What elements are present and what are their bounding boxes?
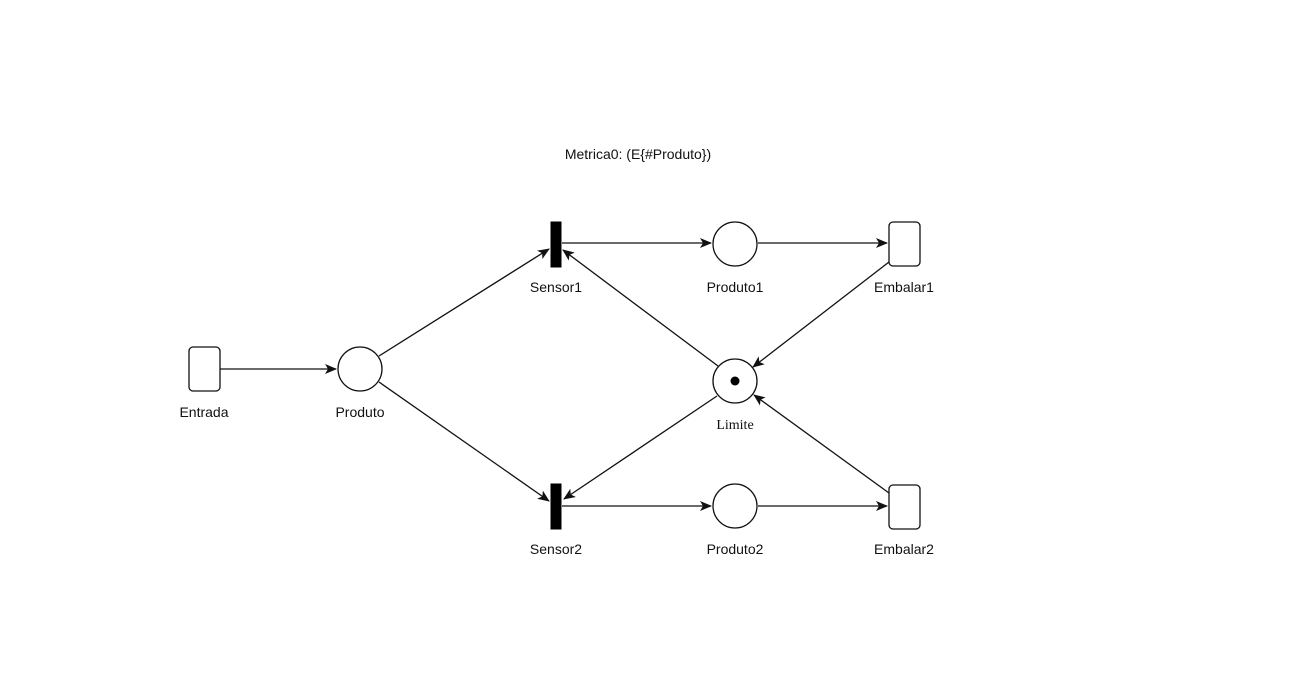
arc-embalar1-limite [752, 261, 890, 368]
transition-embalar1[interactable] [888, 221, 921, 267]
transition-sensor2[interactable] [550, 483, 562, 530]
label-limite: Limite [716, 418, 753, 433]
label-produto2: Produto2 [707, 541, 764, 557]
place-produto[interactable] [337, 346, 383, 392]
arc-produto-sensor2 [378, 381, 550, 502]
arc-limite-sensor2 [563, 395, 718, 500]
label-entrada: Entrada [179, 404, 228, 420]
arc-produto-sensor1 [378, 248, 550, 357]
place-produto2[interactable] [712, 483, 758, 529]
transition-embalar2[interactable] [888, 484, 921, 530]
label-produto1: Produto1 [707, 279, 764, 295]
label-embalar1: Embalar1 [874, 279, 934, 295]
arc-limite-sensor1 [562, 249, 719, 367]
arc-embalar2-limite [753, 394, 890, 494]
label-sensor1: Sensor1 [530, 279, 582, 295]
place-produto1[interactable] [712, 221, 758, 267]
arcs [220, 238, 890, 511]
transition-entrada[interactable] [188, 346, 221, 392]
label-produto: Produto [335, 404, 384, 420]
label-sensor2: Sensor2 [530, 541, 582, 557]
label-embalar2: Embalar2 [874, 541, 934, 557]
metric-label: Metrica0: (E{#Produto}) [565, 146, 711, 162]
transition-sensor1[interactable] [550, 221, 562, 268]
token-dot [730, 376, 740, 386]
